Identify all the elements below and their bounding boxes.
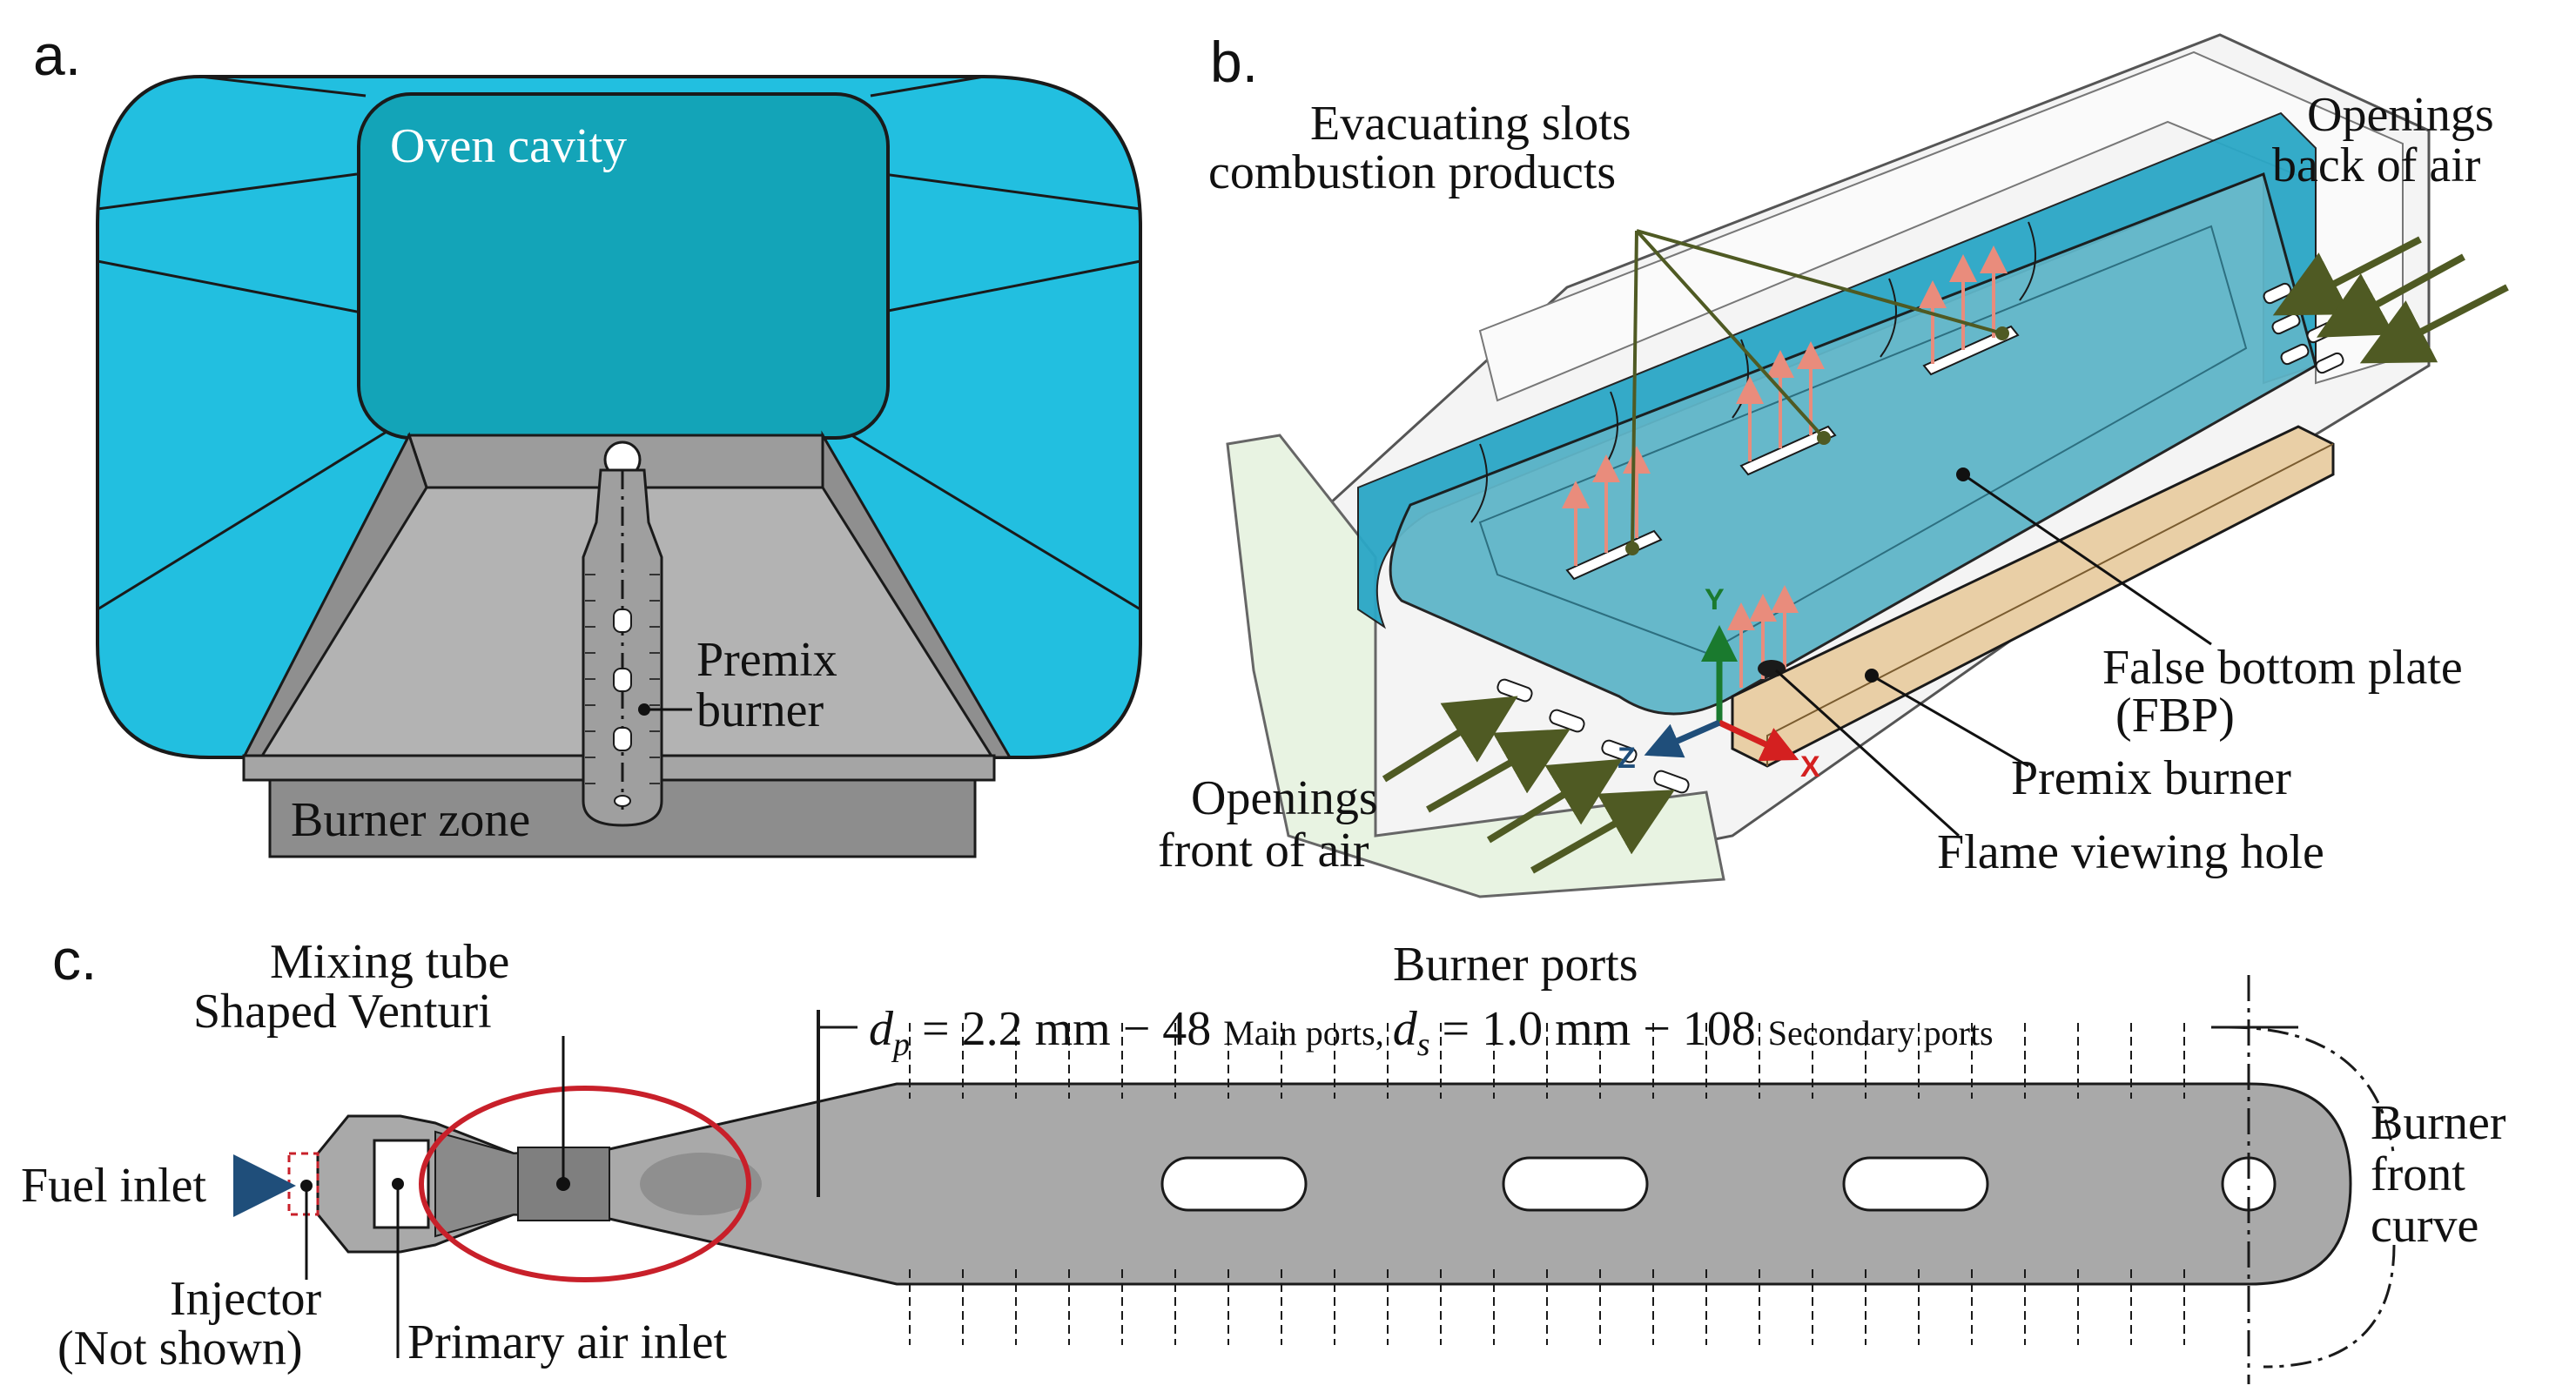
primary-air-label: Primary air inlet: [407, 1315, 727, 1369]
injector-dot: [300, 1180, 313, 1192]
premix-burner-a: [582, 441, 663, 827]
flame-hole-label: Flame viewing hole: [1937, 825, 2324, 879]
venturi-diffuser-shade: [640, 1153, 762, 1215]
axis-z-label: Z: [1618, 742, 1636, 775]
panel-b: b.: [1158, 30, 2509, 898]
premix-burner-b-label: Premix burner: [2011, 751, 2291, 805]
plate-inner-outline: [1478, 225, 2248, 655]
coordinate-axes: Y X Z: [1618, 583, 1820, 784]
evac-dot-2: [1817, 431, 1831, 445]
dp-ports: Main ports,: [1223, 1013, 1392, 1053]
fbp-dot: [1956, 467, 1970, 481]
port-spec: dp = 2.2 mm − 48 Main ports, ds = 1.0 mm…: [869, 1002, 1994, 1063]
front-air-arrows: [1382, 696, 1675, 874]
axis-x-arrow: [1718, 719, 1799, 762]
panel-a: a. Oven cavity Burner zone: [33, 23, 1142, 858]
panel-c: c. Burner ports dp = 2.2 mm − 4: [21, 927, 2506, 1384]
panel-c-letter: c.: [52, 927, 97, 992]
front-curve-line3: curve: [2371, 1199, 2478, 1253]
burner-ports-label: Burner ports: [1393, 938, 1638, 992]
housing-back-wall: [1478, 50, 2404, 402]
ds-symbol: d: [1393, 1002, 1418, 1056]
openings-back-line1: Openings: [2307, 88, 2494, 142]
evac-label-line1: Evacuating slots: [1310, 97, 1631, 151]
fbp-label-line1: False bottom plate: [2102, 641, 2463, 695]
evacuating-slots: [1565, 325, 2020, 581]
front-curve-line2: front: [2371, 1147, 2465, 1201]
ds-value: = 1.0 mm − 108: [1430, 1002, 1768, 1056]
dp-sub: p: [891, 1026, 910, 1063]
burner-zone-label: Burner zone: [291, 793, 530, 847]
port-ticks: [909, 1023, 2185, 1345]
axis-y-label: Y: [1705, 583, 1725, 616]
front-curve-arc-top: [2228, 1026, 2396, 1159]
ds-ports: Secondary ports: [1768, 1013, 1994, 1053]
b-black-leaders: [1774, 473, 2212, 837]
front-curve-arc-bottom: [2263, 1244, 2396, 1369]
panel-b-letter: b.: [1210, 30, 1258, 94]
back-air-arrows: [2272, 236, 2509, 364]
venturi-highlight: [419, 1086, 751, 1282]
front-panel: [1226, 434, 1725, 898]
perspective-lines: [97, 75, 1141, 611]
exhaust-arrows: [1562, 245, 2008, 688]
burner-b-dot: [1865, 669, 1879, 683]
axis-z-arrow: [1644, 719, 1721, 758]
evac-dot-1: [1625, 541, 1639, 555]
evac-leaders: [1631, 229, 2003, 549]
premix-label-line1: Premix: [696, 633, 837, 687]
front-curve-line1: Burner: [2371, 1096, 2506, 1150]
mixing-label-line2: Shaped Venturi: [193, 985, 492, 1039]
burner-body-c: [316, 1082, 2352, 1286]
mixing-dot: [556, 1177, 570, 1191]
injector-line1: Injector: [170, 1272, 321, 1326]
dp-symbol: d: [869, 1002, 894, 1056]
evac-label-line2: combustion products: [1208, 145, 1616, 199]
openings-back-line2: back of air: [2272, 138, 2481, 192]
panel-a-letter: a.: [33, 23, 81, 87]
burner-slots-c: [1160, 1156, 1989, 1212]
mixing-label-line1: Mixing tube: [270, 935, 509, 989]
fbp-label-line2: (FBP): [2115, 689, 2235, 743]
oven-cavity-label: Oven cavity: [390, 119, 627, 173]
ds-sub: s: [1417, 1026, 1430, 1063]
fuel-inlet-label: Fuel inlet: [21, 1159, 207, 1213]
axis-x-label: X: [1800, 750, 1820, 784]
primary-air-dot: [392, 1178, 404, 1190]
openings-front-line1: Openings: [1191, 771, 1378, 825]
injector-line2: (Not shown): [57, 1322, 303, 1375]
premix-label-line2: burner: [696, 683, 824, 737]
evac-dot-3: [1995, 326, 2009, 340]
openings-front-line2: front of air: [1158, 824, 1369, 878]
dp-value: = 2.2 mm − 48: [910, 1002, 1223, 1056]
